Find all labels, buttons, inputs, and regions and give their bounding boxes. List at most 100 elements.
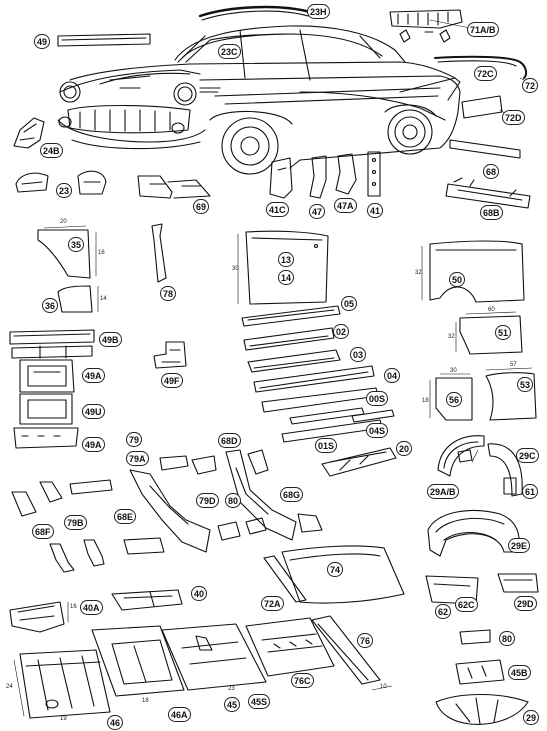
part-49-header xyxy=(57,33,151,47)
label-68d: 68D xyxy=(218,433,241,448)
label-40: 40 xyxy=(191,586,208,601)
label-49a-top: 49A xyxy=(82,368,105,383)
label-14: 14 xyxy=(278,270,295,285)
label-00s: 00S xyxy=(366,391,389,406)
label-49a-bot: 49A xyxy=(82,437,105,452)
label-76: 76 xyxy=(357,633,374,648)
part-frame-brackets xyxy=(11,449,323,573)
label-24b: 24B xyxy=(40,143,63,158)
part-49f-bracket xyxy=(153,341,187,369)
part-76-rail xyxy=(311,615,393,691)
dim-40a: 16 xyxy=(70,604,77,610)
part-49u-panel xyxy=(19,393,73,425)
label-49u: 49U xyxy=(82,404,105,419)
label-76c: 76C xyxy=(291,673,314,688)
label-80a: 80 xyxy=(225,493,242,508)
label-02: 02 xyxy=(333,324,350,339)
label-56: 56 xyxy=(446,392,463,407)
part-29d-patch xyxy=(497,573,539,593)
part-49a-panel-top xyxy=(19,359,75,393)
part-pillars xyxy=(269,151,381,199)
part-35-patch xyxy=(37,225,97,279)
part-76c-pan xyxy=(245,617,335,677)
dim-46-width: 19 xyxy=(60,716,67,722)
part-13-door-skin xyxy=(237,230,329,305)
part-04s-strip xyxy=(289,407,395,425)
part-29-tub xyxy=(435,693,529,725)
dim-46-height: 24 xyxy=(6,684,13,690)
label-04: 04 xyxy=(384,368,401,383)
part-49a-panel-bot xyxy=(13,427,79,449)
part-46a-floor xyxy=(91,625,185,697)
label-51: 51 xyxy=(495,325,512,340)
label-79b: 79B xyxy=(64,515,87,530)
part-23-corners xyxy=(15,170,107,195)
part-29e-tub xyxy=(427,509,520,557)
label-01s: 01S xyxy=(315,438,338,453)
label-79: 79 xyxy=(126,432,143,447)
label-72a: 72A xyxy=(261,596,284,611)
part-49b-frame xyxy=(9,329,95,359)
part-23h-strip xyxy=(198,5,312,18)
label-49: 49 xyxy=(34,34,51,49)
label-40a: 40A xyxy=(80,600,103,615)
part-20-rail xyxy=(321,447,397,477)
part-36-patch xyxy=(57,285,99,313)
label-72d: 72D xyxy=(502,110,525,125)
part-53-patch xyxy=(485,367,537,421)
label-80b: 80 xyxy=(499,631,516,646)
part-04-rocker xyxy=(253,365,375,393)
label-49f: 49F xyxy=(161,373,183,388)
dim-76-width: 10 xyxy=(380,684,387,690)
part-72c-molding xyxy=(434,55,528,79)
label-47: 47 xyxy=(309,204,326,219)
label-68: 68 xyxy=(483,164,500,179)
car-body-illustration xyxy=(57,25,461,175)
label-45s: 45S xyxy=(248,694,271,709)
part-05-rocker xyxy=(241,305,341,327)
part-68b-crossmember xyxy=(445,177,531,209)
label-79a: 79A xyxy=(126,451,149,466)
label-41: 41 xyxy=(367,203,384,218)
part-29ab-wheel-arch xyxy=(437,435,485,477)
label-62c: 62C xyxy=(455,597,478,612)
dim-35-width: 20 xyxy=(60,219,67,225)
dim-51-height: 32 xyxy=(448,334,455,340)
part-45b-bracket xyxy=(455,659,505,685)
label-36: 36 xyxy=(42,298,59,313)
label-49b: 49B xyxy=(99,332,122,347)
part-40a-pan xyxy=(9,601,69,633)
label-46: 46 xyxy=(107,715,124,730)
part-51-patch xyxy=(455,311,523,355)
label-61: 61 xyxy=(522,484,539,499)
label-20: 20 xyxy=(396,441,413,456)
dim-53-width: 57 xyxy=(510,362,517,368)
label-68f: 68F xyxy=(32,524,54,539)
label-50: 50 xyxy=(449,272,466,287)
dim-46a-width: 18 xyxy=(142,698,149,704)
label-29e: 29E xyxy=(508,538,531,553)
label-41c: 41C xyxy=(266,202,289,217)
label-71ab: 71A/B xyxy=(467,22,499,37)
dim-51-width: 60 xyxy=(488,307,495,313)
label-79d: 79D xyxy=(196,493,219,508)
label-29d: 29D xyxy=(514,596,537,611)
label-29c: 29C xyxy=(516,448,539,463)
part-46-floor xyxy=(13,649,111,719)
label-72: 72 xyxy=(522,78,539,93)
label-53: 53 xyxy=(517,377,534,392)
label-23h: 23H xyxy=(307,4,330,19)
part-45-floor xyxy=(161,623,267,691)
label-47a: 47A xyxy=(334,198,357,213)
part-03-rocker xyxy=(247,349,341,373)
dim-45-width: 23 xyxy=(228,686,235,692)
label-74: 74 xyxy=(327,562,344,577)
part-40-pan xyxy=(111,589,183,611)
dim-56-height: 18 xyxy=(422,398,429,404)
label-29ab: 29A/B xyxy=(427,484,459,499)
label-45b: 45B xyxy=(508,665,531,680)
label-29: 29 xyxy=(523,710,540,725)
part-74-roof xyxy=(281,545,405,604)
